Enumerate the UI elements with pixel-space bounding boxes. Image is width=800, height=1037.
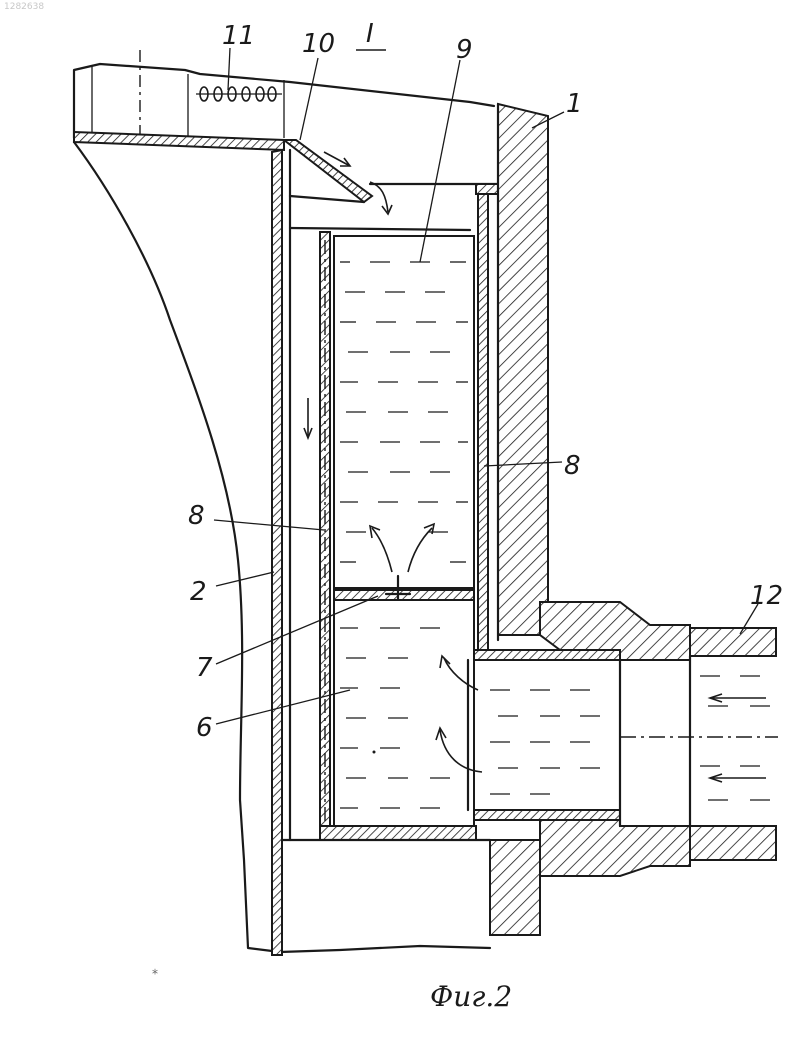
- body-wall: [498, 104, 548, 635]
- label-2: 2: [190, 577, 207, 607]
- figure-caption: Фиг.2: [430, 980, 512, 1013]
- nozzle-row: [196, 87, 282, 101]
- lower-chamber: [334, 600, 474, 826]
- inlet-pipe-wall-top: [474, 650, 620, 660]
- label-7: 7: [196, 653, 213, 683]
- chamber-wall-right: [478, 194, 488, 650]
- body-wall-lower: [490, 840, 540, 935]
- top-plate: [74, 132, 284, 150]
- casing-wall: [272, 150, 282, 955]
- liquid-dashes-supply: [700, 676, 770, 800]
- chamber-bottom-plate: [320, 826, 476, 840]
- stray-mark: ⁎: [152, 963, 158, 977]
- label-1: 1: [566, 89, 583, 119]
- label-10: 10: [302, 29, 335, 59]
- supply-pipe-bottom: [690, 826, 776, 860]
- deflector-frame: [290, 196, 470, 230]
- corner-mark: 1282638: [4, 2, 44, 12]
- deflector-plate: [284, 140, 372, 202]
- chamber-top-cap: [476, 184, 498, 194]
- dot-mark: [373, 751, 376, 754]
- label-9: 9: [456, 35, 473, 65]
- label-8-left: 8: [188, 501, 205, 531]
- view-label: I: [366, 19, 374, 49]
- fitting-bottom: [540, 820, 690, 876]
- label-6: 6: [196, 713, 213, 743]
- label-8-right: 8: [564, 451, 581, 481]
- label-12: 12: [750, 581, 783, 611]
- liquid-dashes-pipe: [490, 690, 600, 794]
- view-marker: I: [356, 19, 386, 50]
- label-11: 11: [222, 21, 255, 51]
- inlet-pipe-wall-bottom: [474, 810, 620, 820]
- supply-pipe-top: [690, 628, 776, 656]
